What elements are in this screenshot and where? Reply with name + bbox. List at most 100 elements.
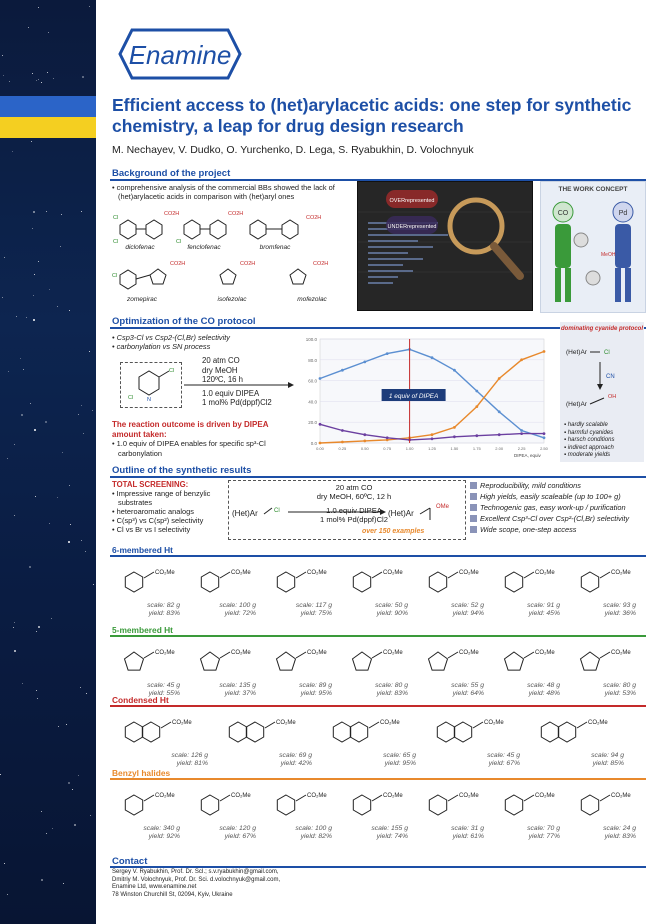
note-hetar-cl: (Het)Ar <box>566 349 588 356</box>
product-structure: CO₂Me <box>428 793 479 816</box>
authors: M. Nechayev, V. Dudko, O. Yurchenko, D. … <box>112 144 474 156</box>
side-chain-bond <box>219 794 231 802</box>
data-point <box>430 356 434 360</box>
star-dot <box>32 73 33 74</box>
star-dot <box>4 257 5 258</box>
scale-value: scale: 93 g <box>603 602 636 609</box>
yield-value: yield: 42% <box>280 760 312 767</box>
svg-text:CO2H: CO2H <box>306 215 321 221</box>
scale-value: scale: 69 g <box>279 752 312 759</box>
star-dot <box>0 774 1 775</box>
contact-line: Enamine Ltd, www.enamine.net <box>112 884 197 891</box>
side-chain-bond <box>371 794 383 802</box>
star-dot <box>48 32 49 33</box>
drug-name-isofezolac: isofezolac <box>217 296 247 303</box>
data-point <box>453 426 456 429</box>
star-dot <box>69 310 70 311</box>
side-chain-bond <box>371 651 383 659</box>
outline-bullet: • heteroaromatic analogs <box>112 507 194 516</box>
ring <box>124 571 144 593</box>
note-item: ▪ indirect approach <box>564 444 614 451</box>
y-tick-label: 20.0 <box>308 420 317 425</box>
star-dot <box>89 6 90 7</box>
yield-value: yield: 61% <box>452 833 484 840</box>
star-dot <box>62 452 63 453</box>
star-dot <box>57 497 58 498</box>
logo-text: Enamine <box>129 40 232 70</box>
product-structure: CO₂Me <box>200 793 251 816</box>
product-structure: CO₂Me <box>276 570 327 593</box>
star-dot <box>3 75 4 76</box>
data-point <box>318 377 322 380</box>
svg-text:N: N <box>147 397 151 403</box>
side-chain-bond <box>447 651 459 659</box>
side-chain-bond <box>472 721 484 729</box>
concept-title: THE WORK CONCEPT <box>558 186 628 193</box>
group-5-membered-heading: 5-membered Ht <box>112 625 173 635</box>
yield-value: yield: 64% <box>452 690 484 697</box>
star-dot <box>9 81 10 82</box>
note-list: ▪ hardly scalable ▪ harmful cyanides ▪ h… <box>564 422 615 460</box>
x-tick-label: 1.50 <box>451 446 460 451</box>
star-dot <box>38 7 39 8</box>
ring <box>428 571 448 593</box>
ring <box>228 721 248 743</box>
data-point <box>430 433 434 437</box>
svg-text:CO2H: CO2H <box>240 261 255 267</box>
scale-value: scale: 45 g <box>147 682 180 689</box>
condition-solvent: dry MeOH <box>202 365 238 375</box>
svg-text:Cl: Cl <box>274 508 280 514</box>
svg-text:CO2H: CO2H <box>170 261 185 267</box>
drug-name-bromfenac: bromfenac <box>259 244 291 251</box>
star-dot <box>14 515 15 516</box>
scale-value: scale: 70 g <box>527 825 560 832</box>
ester-label: CO₂Me <box>535 650 555 656</box>
star-dot <box>38 626 41 629</box>
ring <box>503 651 525 671</box>
svg-text:Cl: Cl <box>176 239 181 245</box>
condition-base: 1.0 equiv DIPEA <box>202 388 260 398</box>
side-chain-bond <box>576 721 588 729</box>
section-divider <box>110 179 646 181</box>
section-contact-heading: Contact <box>112 856 148 867</box>
star-dot <box>33 319 36 322</box>
x-tick-label: 0.25 <box>339 446 348 451</box>
star-dot <box>78 414 79 415</box>
ring <box>275 651 297 671</box>
star-dot <box>68 541 71 544</box>
ester-label: CO₂Me <box>484 720 504 726</box>
product-structure: CO₂Me <box>124 793 175 816</box>
condition-co: 20 atm CO <box>202 356 240 365</box>
group-divider <box>110 778 646 780</box>
advantage-item: Reproducibility, mild conditions <box>470 480 645 491</box>
star-dot <box>12 151 13 152</box>
flag-yellow-stripe <box>0 117 96 138</box>
y-tick-label: 100.0 <box>306 337 318 342</box>
background-bullets: • comprehensive analysis of the commerci… <box>112 183 352 201</box>
fused-ring <box>141 721 161 743</box>
scale-value: scale: 100 g <box>295 825 332 832</box>
side-chain-bond <box>447 571 459 579</box>
side-chain-bond <box>447 794 459 802</box>
star-dot <box>8 371 9 372</box>
scale-value: scale: 80 g <box>375 682 408 689</box>
star-dot <box>58 726 59 727</box>
scheme-substrate: (Het)Ar <box>232 509 258 518</box>
ester-label: CO₂Me <box>611 570 631 576</box>
product-structure: CO₂Me <box>428 570 479 593</box>
yield-value: yield: 92% <box>148 833 180 840</box>
star-dot <box>21 414 24 417</box>
star-dot <box>69 485 70 486</box>
ring <box>580 571 600 593</box>
star-dot <box>33 295 34 296</box>
ring <box>200 571 220 593</box>
